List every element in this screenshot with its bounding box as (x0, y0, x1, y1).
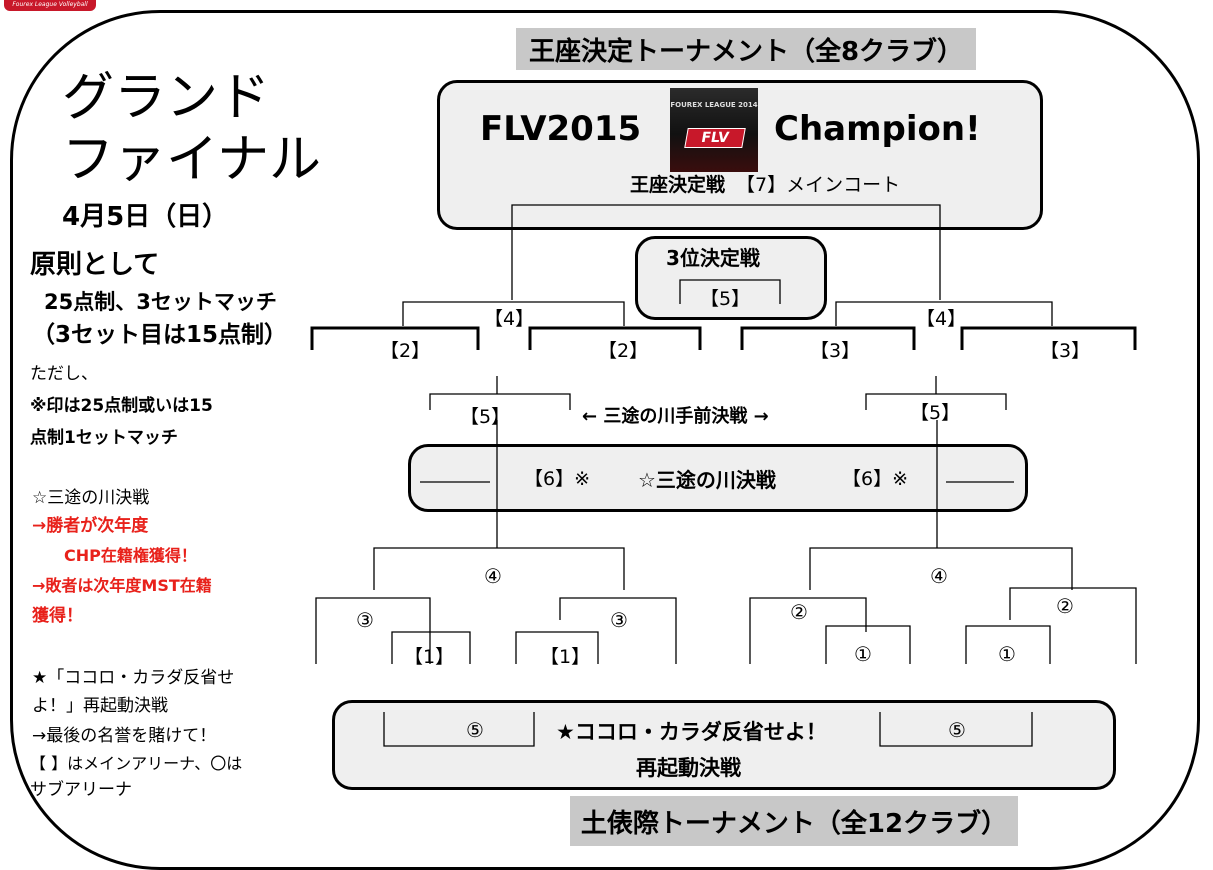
lower-left-d: 【1】 (540, 646, 591, 668)
lower-right-b: ② (1056, 594, 1074, 618)
reboot-title-2: 再起動決戦 (636, 756, 741, 780)
reboot-left-court: ⑤ (466, 718, 484, 742)
rule-line1: 25点制、3セットマッチ (44, 290, 277, 314)
lower-left-c: 【1】 (404, 646, 455, 668)
rule-line3: ただし、 (30, 364, 98, 384)
lower-left-b: ③ (610, 608, 628, 632)
sanzu-win1: →勝者が次年度 (32, 516, 149, 536)
pre-sanzu-right: 【5】 (910, 402, 961, 424)
kokoro-line5: サブアリーナ (30, 780, 132, 800)
qf-left-2: 【2】 (598, 340, 649, 362)
sanzu-win2: CHP在籍権獲得！ (64, 546, 197, 565)
bracket-lines (310, 204, 1137, 747)
lower-right-top: ④ (930, 564, 948, 588)
semi-right-court: 【4】 (916, 308, 967, 330)
champion-left-text: FLV2015 (480, 109, 642, 149)
lower-right-d: ① (998, 642, 1016, 666)
third-place-box (635, 236, 827, 320)
poster-line1: FOUREX LEAGUE 2014 (670, 101, 758, 109)
rule-heading: 原則として (30, 250, 160, 280)
reboot-right-court: ⑤ (948, 718, 966, 742)
sanzu-lose1: →敗者は次年度MST在籍 (32, 576, 212, 595)
banner-bottom: 土俵際トーナメント（全12クラブ） (570, 796, 1018, 846)
reboot-box (332, 700, 1116, 790)
title-line2: ファイナル (62, 130, 321, 190)
sanzu-title: ☆三途の川決戦 (32, 488, 150, 508)
sanzu-lose2: 獲得！ (32, 606, 83, 626)
sanzu-box (408, 444, 1028, 512)
qf-left-1: 【2】 (380, 340, 431, 362)
semi-left-court: 【4】 (484, 308, 535, 330)
lower-left-top: ④ (484, 564, 502, 588)
kokoro-line3: →最後の名誉を賭けて！ (32, 726, 217, 746)
lower-left-a: ③ (356, 608, 374, 632)
final-court: 【7】メインコート (736, 174, 901, 196)
sanzu-right-court: 【6】※ (842, 468, 909, 490)
final-label: 王座決定戦 (630, 174, 726, 196)
kokoro-line1: ★「ココロ・カラダ反省せ (32, 668, 235, 688)
qf-right-1: 【3】 (810, 340, 861, 362)
lower-right-c: ① (854, 642, 872, 666)
rule-line2: （3セット目は15点制） (32, 322, 288, 348)
league-logo: Fourex League Volleyball (4, 0, 96, 11)
rule-line5: 点制1セットマッチ (30, 428, 178, 448)
third-place-title: 3位決定戦 (666, 246, 760, 270)
kokoro-line4: 【 】はメインアリーナ、〇は (30, 754, 243, 773)
banner-top: 王座決定トーナメント（全8クラブ） (516, 28, 976, 70)
logo-text: Fourex League Volleyball (12, 1, 88, 8)
sanzu-center-title: ☆三途の川決戦 (638, 468, 776, 492)
rule-line4: ※印は25点制或いは15 (30, 396, 213, 416)
kokoro-line2: よ！」再起動決戦 (32, 696, 168, 716)
champion-right-text: Champion! (774, 109, 981, 149)
title-line1: グランド (62, 68, 271, 128)
pre-sanzu-left: 【5】 (460, 406, 511, 428)
pre-sanzu-label: ← 三途の川手前決戦 → (582, 406, 769, 427)
event-date: 4月5日（日） (62, 202, 229, 232)
third-place-court: 【5】 (700, 288, 751, 310)
qf-right-2: 【3】 (1040, 340, 1091, 362)
reboot-title-1: ★ココロ・カラダ反省せよ！ (556, 720, 827, 744)
lower-right-a: ② (790, 600, 808, 624)
league-poster-image: FOUREX LEAGUE 2014 FLV (670, 88, 758, 172)
sanzu-left-court: 【6】※ (524, 468, 591, 490)
